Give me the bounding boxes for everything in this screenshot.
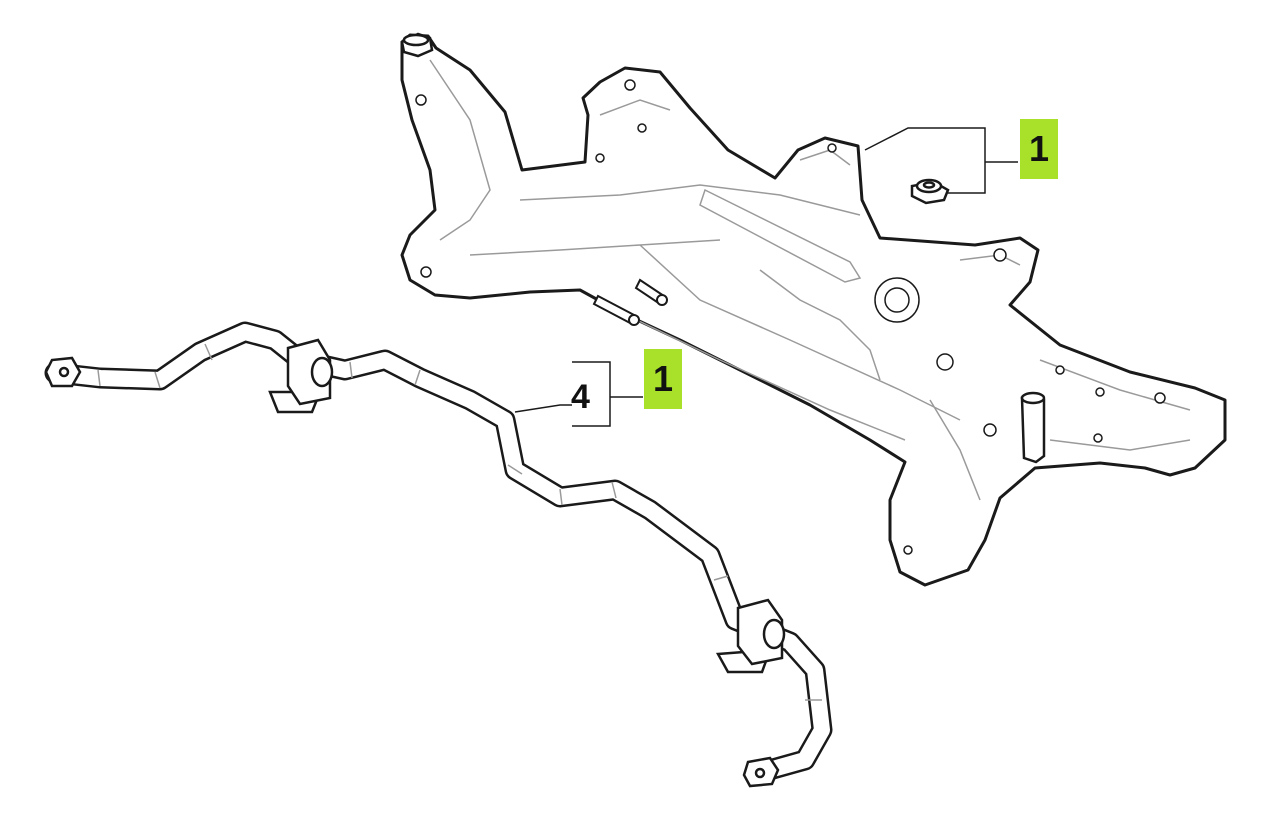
leader-lines (514, 127, 1018, 427)
subframe-holes (415, 79, 1166, 555)
callout-number-4: 4 (571, 378, 590, 416)
front-subframe (400, 33, 1227, 587)
subframe-mount-front (400, 32, 1046, 464)
stabilizer-bar-ticks (97, 343, 822, 701)
stabilizer-bar-ends (44, 356, 780, 788)
stabilizer-bar (44, 321, 833, 783)
subframe-bolt (592, 278, 668, 326)
nut-part (910, 178, 950, 205)
callout-badge-middle[interactable]: 1 (644, 349, 682, 409)
stabilizer-bushing-right (715, 598, 786, 674)
subframe-details (429, 59, 1191, 501)
stabilizer-bushing-left (268, 338, 334, 414)
callout-badge-top[interactable]: 1 (1020, 119, 1058, 179)
